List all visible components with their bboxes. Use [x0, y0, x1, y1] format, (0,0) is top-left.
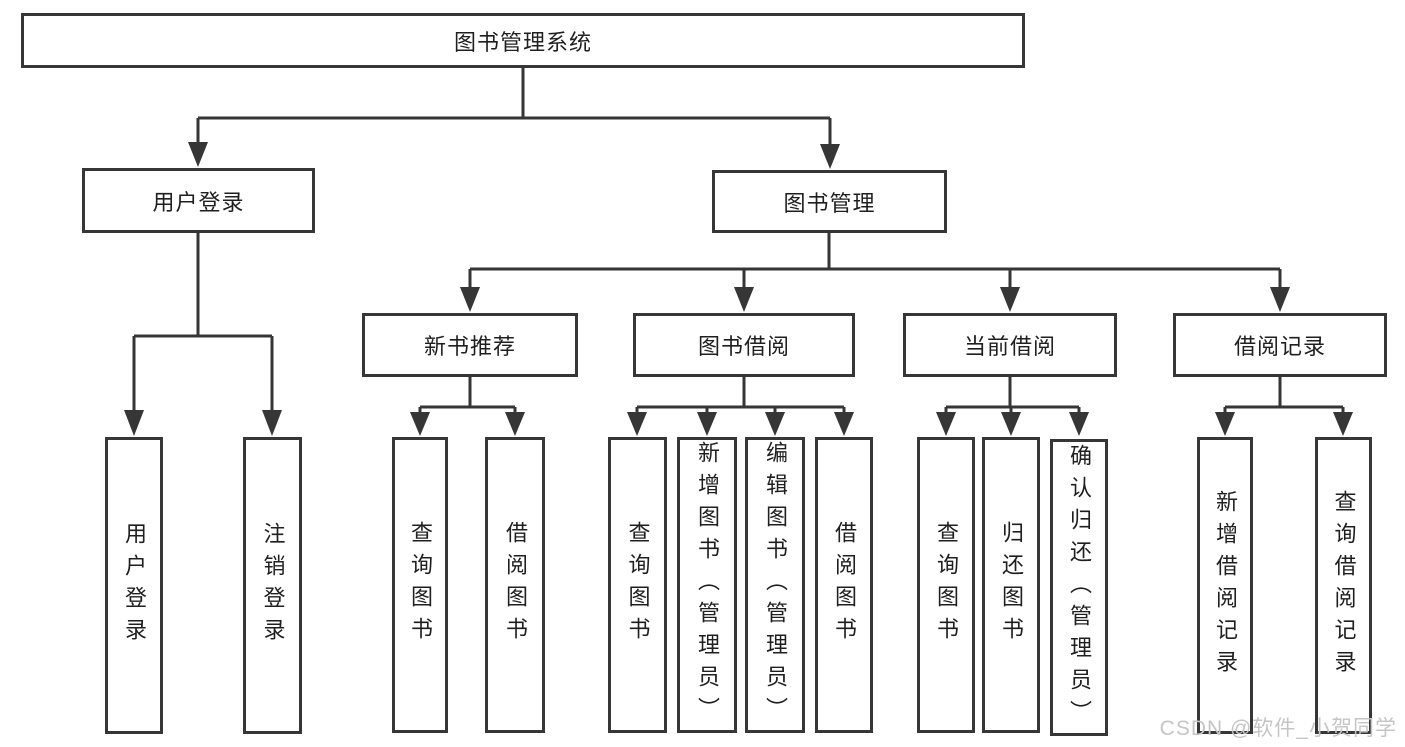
leaf-edit-books-admin: 编辑图书（管理员） [745, 437, 805, 733]
node-current-borrow: 当前借阅 [903, 313, 1117, 377]
leaf-label: 查询图书 [625, 521, 651, 649]
leaf-label: 确认归还（管理员） [1067, 443, 1092, 732]
node-label: 借阅记录 [1233, 334, 1326, 359]
node-book-borrow: 图书借阅 [633, 313, 855, 377]
leaf-logout: 注销登录 [243, 437, 302, 734]
node-new-book-recommend: 新书推荐 [362, 313, 578, 377]
node-label: 图书借阅 [697, 334, 790, 359]
leaf-query-borrow-record: 查询借阅记录 [1315, 437, 1372, 734]
leaf-query-books-2: 查询图书 [608, 437, 667, 733]
leaf-label: 借阅图书 [832, 521, 857, 649]
arrowheads [124, 142, 1353, 436]
leaf-label: 查询图书 [408, 521, 433, 649]
node-label: 图书管理系统 [453, 29, 592, 55]
leaf-label: 查询图书 [934, 521, 959, 649]
leaf-query-books-1: 查询图书 [392, 437, 448, 733]
leaf-label: 新增借阅记录 [1213, 489, 1238, 682]
node-user-login: 用户登录 [82, 168, 315, 233]
leaf-return-books: 归还图书 [982, 437, 1040, 733]
node-borrow-records: 借阅记录 [1173, 313, 1387, 377]
leaf-label: 查询借阅记录 [1331, 489, 1357, 682]
leaf-add-books-admin: 新增图书（管理员） [677, 437, 737, 733]
leaf-borrow-books-2: 借阅图书 [815, 437, 873, 733]
leaf-label: 借阅图书 [503, 521, 528, 649]
leaf-label: 编辑图书（管理员） [763, 441, 788, 729]
leaf-user-login: 用户登录 [105, 437, 163, 734]
leaf-label: 归还图书 [999, 521, 1024, 649]
leaf-label: 用户登录 [122, 521, 147, 650]
node-label: 用户登录 [152, 189, 245, 215]
node-label: 图书管理 [783, 190, 876, 216]
leaf-label: 注销登录 [260, 521, 286, 650]
leaf-query-books-3: 查询图书 [917, 437, 975, 733]
leaf-label: 新增图书（管理员） [695, 441, 720, 729]
node-label: 新书推荐 [423, 334, 516, 359]
csdn-watermark: CSDN @软件_小贺同学 [1159, 717, 1397, 740]
leaf-add-borrow-record: 新增借阅记录 [1197, 437, 1253, 734]
leaf-confirm-return-admin: 确认归还（管理员） [1050, 439, 1108, 736]
node-root-library-system: 图书管理系统 [21, 13, 1025, 68]
node-book-management: 图书管理 [712, 170, 947, 233]
node-label: 当前借阅 [963, 334, 1056, 359]
leaf-borrow-books-1: 借阅图书 [485, 437, 545, 733]
